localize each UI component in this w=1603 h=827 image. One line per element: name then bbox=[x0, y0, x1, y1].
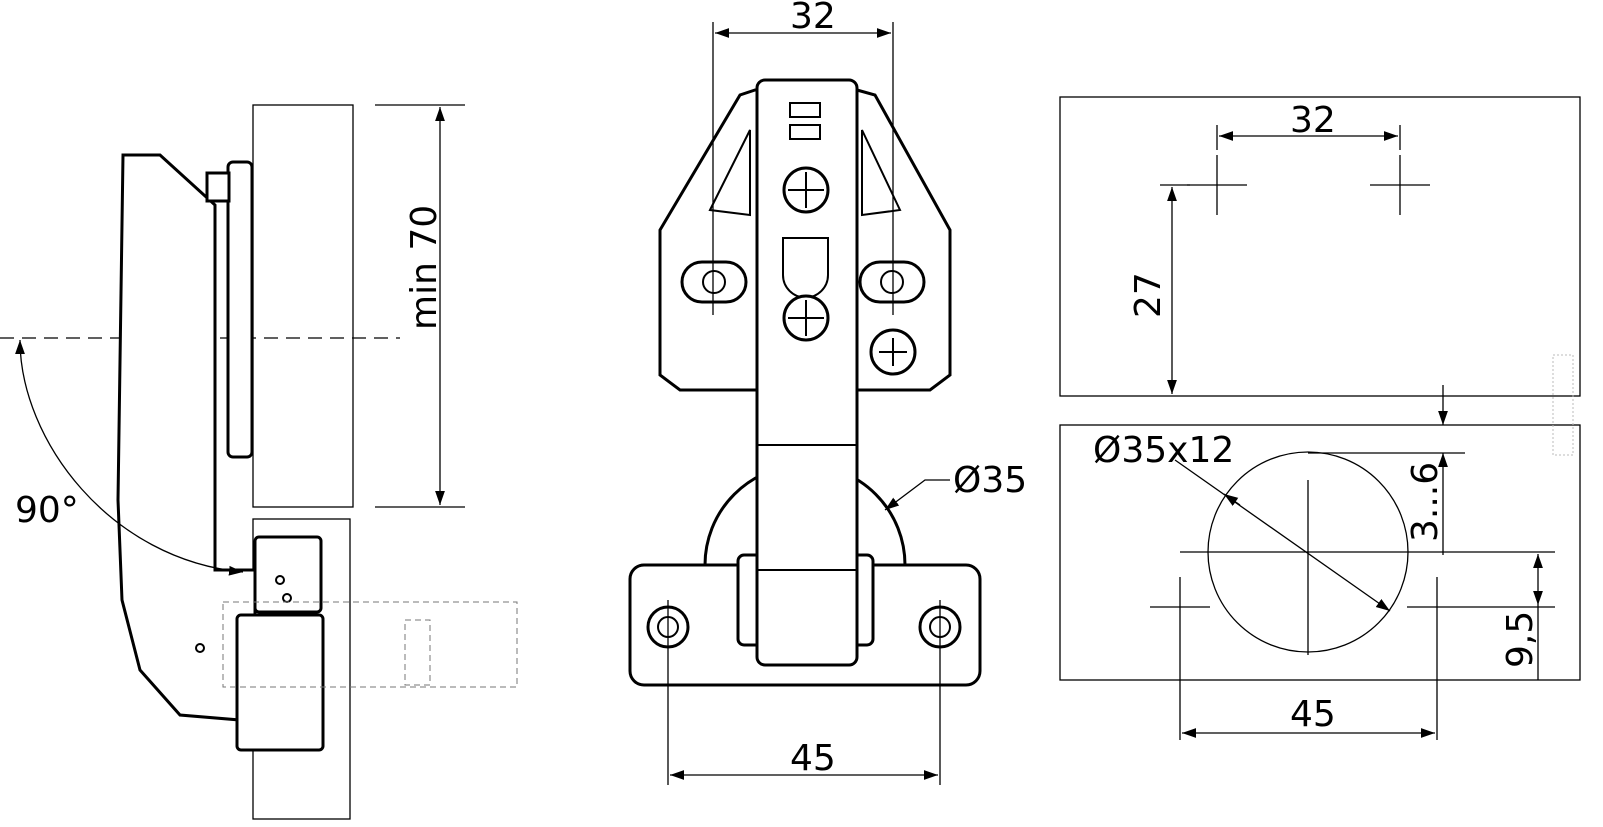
screw-hole-marks bbox=[1187, 155, 1430, 215]
vertical-spacing-label: 27 bbox=[1128, 272, 1169, 318]
cup-diameter-leader bbox=[1174, 459, 1391, 612]
top-spacing-label: 32 bbox=[790, 0, 836, 37]
front-view: 32 45 Ø35 bbox=[628, 0, 1027, 785]
ghost-part bbox=[404, 619, 431, 686]
open-position-ghost bbox=[222, 601, 518, 688]
cup-bottom bbox=[235, 613, 325, 752]
bottom-spacing-label: 45 bbox=[1290, 694, 1336, 735]
screw-cross bbox=[788, 172, 824, 208]
cup-leader bbox=[884, 479, 950, 511]
opening-angle-arc bbox=[15, 339, 244, 576]
left-wing bbox=[658, 88, 762, 392]
top-spacing-label: 32 bbox=[1290, 100, 1336, 141]
slot-left bbox=[680, 260, 748, 304]
rivet bbox=[275, 575, 285, 585]
center-marks bbox=[1150, 480, 1555, 740]
cup-diameter-label: Ø35 bbox=[953, 460, 1027, 501]
screw-cross bbox=[879, 338, 907, 366]
cabinet-side-panel bbox=[1059, 96, 1581, 397]
angle-label: 90° bbox=[15, 490, 79, 531]
drilling-view: 32 27 Ø35x12 3...6 9,5 45 bbox=[1059, 96, 1581, 740]
hole bbox=[880, 270, 904, 294]
rivet bbox=[195, 643, 205, 653]
slot bbox=[789, 102, 821, 118]
slot-right bbox=[858, 260, 926, 304]
leader-arrow bbox=[1223, 493, 1241, 506]
ghost-edge bbox=[1552, 354, 1574, 456]
edge-distance-label: 3...6 bbox=[1405, 462, 1446, 542]
hole bbox=[702, 270, 726, 294]
height-label: min 70 bbox=[404, 205, 445, 330]
cup-diameter-label: Ø35x12 bbox=[1093, 430, 1234, 471]
door-panel-drill bbox=[1059, 424, 1581, 681]
hinge-arm bbox=[755, 78, 859, 667]
offset-label: 9,5 bbox=[1500, 611, 1541, 668]
wing-cutouts bbox=[708, 129, 902, 217]
bottom-spacing-label: 45 bbox=[790, 738, 836, 779]
door-panel bbox=[252, 104, 354, 508]
screw-cross bbox=[788, 300, 824, 336]
slot bbox=[789, 124, 821, 140]
mounting-plate bbox=[226, 160, 254, 459]
side-view: min 70 90° bbox=[0, 104, 518, 820]
cup-top bbox=[253, 535, 323, 614]
plate-tab bbox=[205, 171, 231, 203]
